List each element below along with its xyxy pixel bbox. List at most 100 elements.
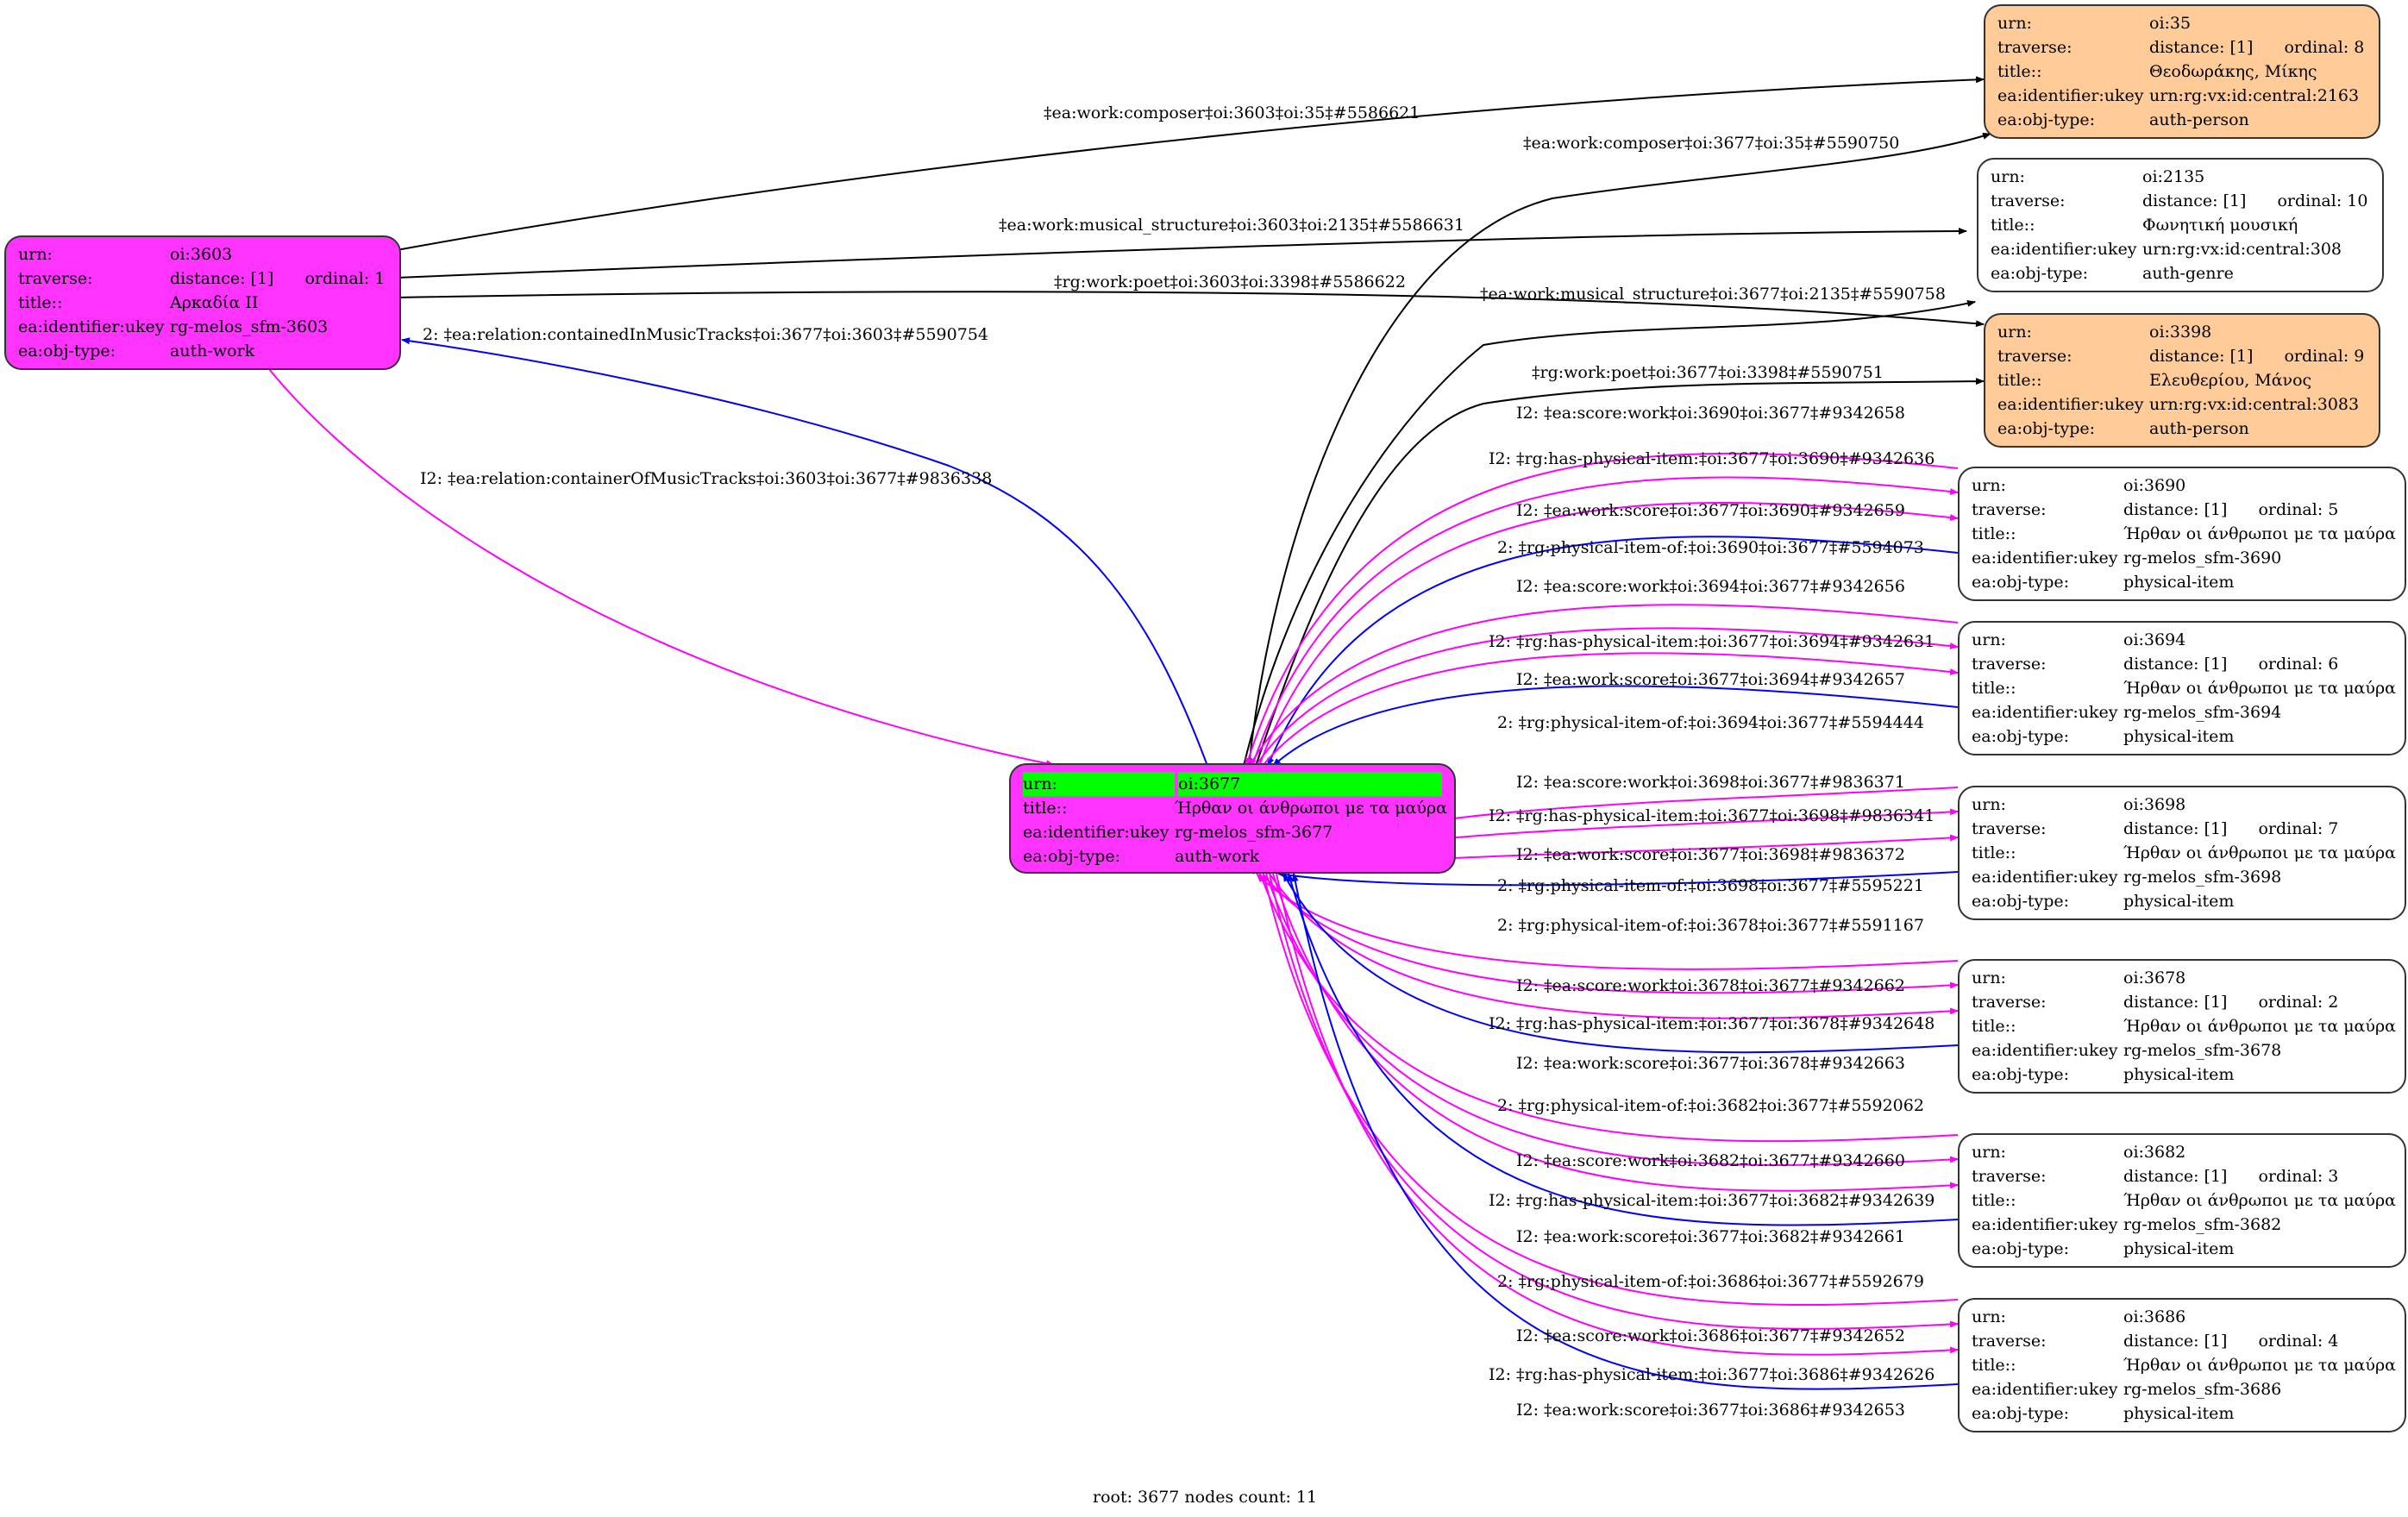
field-value-urn: oi:3677	[1178, 772, 1442, 796]
field-value-ordinal: ordinal: 10	[2277, 191, 2368, 210]
field-key: ea:obj-type:	[1997, 110, 2096, 129]
field-key: ea:obj-type:	[1972, 892, 2070, 911]
field-value-ordinal: ordinal: 1	[304, 269, 386, 288]
field-value-title: Ήρθαν οι άνθρωποι με τα μαύρα	[2123, 679, 2396, 698]
field-key: title::	[1972, 524, 2016, 543]
edge-path	[268, 368, 1055, 768]
edge-path	[396, 291, 1985, 328]
field-key: urn:	[1972, 1307, 2006, 1326]
edge-path	[1249, 604, 1959, 767]
edge-label: I2: ‡rg:has-physical-item:‡oi:3677‡oi:36…	[1489, 1191, 1935, 1210]
field-key: urn:	[1972, 1143, 2006, 1162]
edge-label: 2: ‡rg:physical-item-of:‡oi:3694‡oi:3677…	[1497, 713, 1924, 732]
edge-path	[1256, 873, 1959, 970]
field-value-type: auth-work	[170, 342, 255, 360]
node-oi-3694[interactable]: urn:oi:3694 traverse:distance: [1]ordina…	[1958, 621, 2406, 755]
field-value-ukey: rg-melos_sfm-3686	[2123, 1380, 2282, 1399]
edge-label: I2: ‡ea:score:work‡oi:3682‡oi:3677‡#9342…	[1516, 1151, 1905, 1170]
field-value-type: physical-item	[2123, 1239, 2235, 1258]
edge-label: I2: ‡ea:relation:containerOfMusicTracks‡…	[420, 469, 993, 488]
edge-label: I2: ‡rg:has-physical-item:‡oi:3677‡oi:36…	[1489, 806, 1935, 825]
field-key: urn:	[1997, 14, 2032, 33]
field-key: urn:	[1991, 167, 2025, 186]
node-oi-3398[interactable]: urn:oi:3398 traverse:distance: [1]ordina…	[1984, 313, 2380, 448]
field-key: traverse:	[1972, 500, 2047, 519]
field-key: title::	[18, 293, 63, 312]
field-value-ordinal: ordinal: 4	[2258, 1332, 2339, 1351]
field-key: ea:obj-type:	[1972, 1065, 2070, 1084]
field-key: ea:obj-type:	[1972, 1239, 2070, 1258]
edge-path	[1243, 299, 1976, 767]
field-key: ea:identifier:ukey	[1972, 868, 2118, 887]
field-value-ordinal: ordinal: 3	[2258, 1167, 2339, 1186]
edge-label: I2: ‡rg:has-physical-item:‡oi:3677‡oi:36…	[1489, 1365, 1935, 1384]
field-key: ea:identifier:ukey	[1997, 86, 2144, 105]
field-value-ukey: rg-melos_sfm-3682	[2123, 1215, 2282, 1234]
edge-label: 2: ‡rg:physical-item-of:‡oi:3690‡oi:3677…	[1497, 538, 1924, 557]
node-oi-3678[interactable]: urn:oi:3678 traverse:distance: [1]ordina…	[1958, 959, 2406, 1094]
field-key: urn:	[18, 245, 53, 264]
field-value-urn: oi:3603	[170, 245, 233, 264]
field-value-type: physical-item	[2123, 573, 2235, 592]
field-key: title::	[1972, 843, 2016, 862]
field-value-urn: oi:3682	[2123, 1143, 2186, 1162]
field-value-ukey: urn:rg:vx:id:central:308	[2142, 240, 2342, 259]
field-key: traverse:	[1972, 1332, 2047, 1351]
node-oi-3698[interactable]: urn:oi:3698 traverse:distance: [1]ordina…	[1958, 786, 2406, 920]
field-key: ea:obj-type:	[1997, 419, 2096, 438]
edge-path	[1251, 476, 1959, 767]
edge-path	[396, 76, 1985, 251]
node-oi-35[interactable]: urn:oi:35 traverse:distance: [1]ordinal:…	[1984, 4, 2380, 139]
edge-label: 2: ‡rg:physical-item-of:‡oi:3698‡oi:3677…	[1497, 876, 1924, 895]
field-value-ordinal: ordinal: 8	[2284, 38, 2365, 57]
edge-label: 2: ‡rg:physical-item-of:‡oi:3678‡oi:3677…	[1497, 916, 1924, 935]
edge-label: 2: ‡rg:physical-item-of:‡oi:3682‡oi:3677…	[1497, 1096, 1924, 1115]
field-key: traverse:	[18, 269, 93, 288]
field-value-urn: oi:3698	[2123, 795, 2186, 814]
field-key: ea:obj-type:	[1991, 264, 2089, 283]
field-value-ukey: rg-melos_sfm-3603	[170, 317, 329, 336]
edge-path	[1262, 873, 1959, 994]
edge-label: ‡rg:work:poet‡oi:3677‡oi:3398‡#5590751	[1532, 363, 1884, 382]
node-oi-3682[interactable]: urn:oi:3682 traverse:distance: [1]ordina…	[1958, 1133, 2406, 1268]
field-value-type: physical-item	[2123, 727, 2235, 746]
field-key: ea:obj-type:	[18, 342, 116, 360]
field-key: traverse:	[1991, 191, 2066, 210]
field-value-type: physical-item	[2123, 1065, 2235, 1084]
edge-label: I2: ‡ea:work:score‡oi:3677‡oi:3686‡#9342…	[1516, 1401, 1905, 1420]
field-value-type: auth-genre	[2142, 264, 2234, 283]
field-key: urn:	[1972, 795, 2006, 814]
field-value-distance: distance: [1]	[170, 269, 274, 288]
field-key: ea:identifier:ukey	[1997, 395, 2144, 414]
field-key: ea:identifier:ukey	[1991, 240, 2137, 259]
field-value-title: Ελευθερίου, Μάνος	[2149, 371, 2312, 390]
edge-label: I2: ‡ea:score:work‡oi:3690‡oi:3677‡#9342…	[1516, 404, 1905, 423]
field-key: title::	[1972, 1356, 2016, 1375]
field-value-urn: oi:2135	[2142, 167, 2205, 186]
field-value-type: auth-work	[1175, 847, 1260, 866]
field-value-distance: distance: [1]	[2123, 993, 2228, 1012]
field-key: ea:identifier:ukey	[1972, 1041, 2118, 1060]
field-value-title: Ήρθαν οι άνθρωποι με τα μαύρα	[2123, 524, 2396, 543]
edge-label: 2: ‡ea:relation:containedInMusicTracks‡o…	[423, 325, 988, 344]
edge-path	[1248, 132, 1991, 767]
field-value-distance: distance: [1]	[2149, 38, 2254, 57]
field-value-ukey: rg-melos_sfm-3677	[1175, 823, 1333, 842]
edge-label: ‡ea:work:musical_structure‡oi:3677‡oi:21…	[1480, 285, 1946, 304]
node-oi-3603[interactable]: urn: oi:3603 traverse: distance: [1] ordina…	[4, 235, 401, 370]
edge-path	[1282, 873, 1959, 1054]
edge-label: I2: ‡rg:has-physical-item:‡oi:3677‡oi:36…	[1489, 632, 1935, 651]
field-key: ea:identifier:ukey	[1972, 703, 2118, 722]
node-oi-3686[interactable]: urn:oi:3686 traverse:distance: [1]ordina…	[1958, 1298, 2406, 1432]
field-value-distance: distance: [1]	[2142, 191, 2247, 210]
node-oi-3690[interactable]: urn:oi:3690 traverse:distance: [1]ordina…	[1958, 467, 2406, 601]
field-value-ukey: urn:rg:vx:id:central:2163	[2149, 86, 2360, 105]
node-oi-3677-root[interactable]: urn:oi:3677 title::Ήρθαν οι άνθρωποι με …	[1009, 763, 1456, 874]
field-value-distance: distance: [1]	[2123, 1332, 2228, 1351]
node-oi-2135[interactable]: urn: oi:2135 traverse: distance: [1] ordina…	[1977, 158, 2384, 292]
edge-label: I2: ‡ea:score:work‡oi:3678‡oi:3677‡#9342…	[1516, 976, 1905, 995]
field-key: traverse:	[1997, 38, 2073, 57]
edge-label: I2: ‡rg:has-physical-item:‡oi:3677‡oi:36…	[1489, 1014, 1935, 1033]
field-key: title::	[1972, 1017, 2016, 1036]
